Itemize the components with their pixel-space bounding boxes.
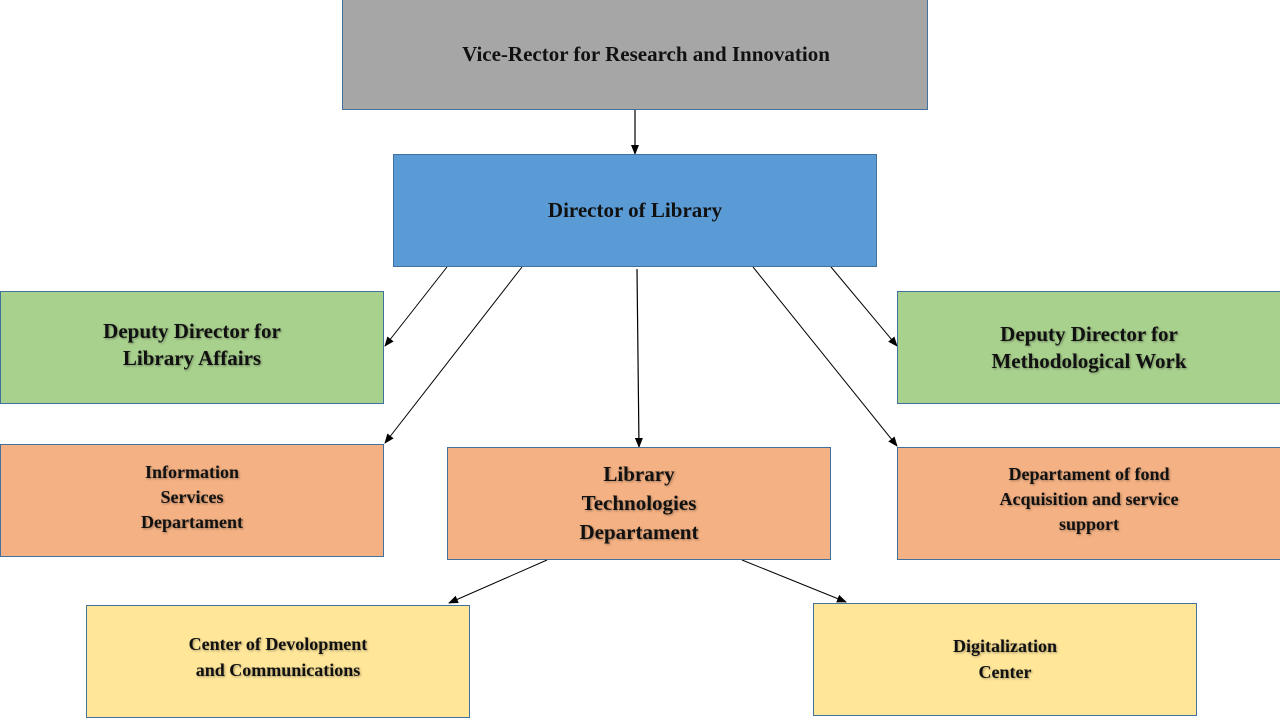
node-director: Director of Library: [393, 154, 877, 267]
node-label: Deputy Director for Methodological Work: [991, 322, 1187, 373]
node-development-communications: Center of Devolopment and Communications: [86, 605, 470, 718]
node-digitalization: Digitalization Center: [813, 603, 1197, 716]
node-label: Center of Devolopment and Communications: [188, 634, 368, 680]
node-label: Information Services Departament: [141, 461, 243, 533]
arrow-director-to-library-technologies: [634, 268, 643, 448]
node-label: Digitalization Center: [953, 636, 1057, 682]
node-label: Deputy Director for Library Affairs: [103, 319, 281, 370]
node-library-technologies: Library Technologies Departament: [447, 447, 831, 560]
arrow-director-to-deputy-library-affairs: [384, 266, 448, 347]
arrow-director-to-information-services: [384, 266, 523, 444]
node-deputy-methodological-work: Deputy Director for Methodological Work: [897, 291, 1280, 404]
node-information-services: Information Services Departament: [0, 444, 384, 557]
arrow-director-to-fond-acquisition: [752, 266, 898, 447]
arrow-director-to-deputy-methodological-work: [830, 266, 898, 347]
node-label: Departament of fond Acquisition and serv…: [999, 463, 1179, 535]
node-fond-acquisition: Departament of fond Acquisition and serv…: [897, 447, 1280, 560]
node-label: Vice-Rector for Research and Innovation: [462, 42, 830, 67]
node-vice-rector: Vice-Rector for Research and Innovation: [342, 0, 928, 110]
node-deputy-library-affairs: Deputy Director for Library Affairs: [0, 291, 384, 404]
arrow-library-technologies-to-digitalization: [741, 559, 847, 603]
node-label: Library Technologies Departament: [579, 462, 699, 544]
arrow-library-technologies-to-development-communications: [448, 559, 548, 604]
node-label: Director of Library: [547, 198, 723, 223]
